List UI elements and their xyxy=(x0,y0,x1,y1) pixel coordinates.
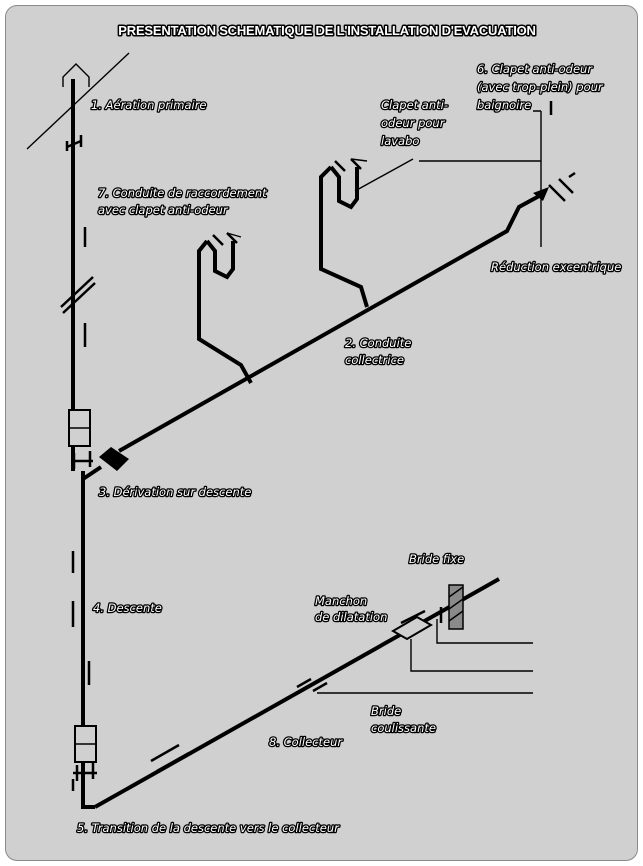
label-washbasin-trap-line3: lavabo xyxy=(381,134,419,148)
expansion-sleeve xyxy=(391,615,433,641)
collector-slip-marks xyxy=(150,743,190,773)
stack-lower xyxy=(81,471,95,809)
label-primary-vent: 1. Aération primaire xyxy=(91,98,207,112)
label-washbasin-trap-line1: Clapet anti- xyxy=(381,98,448,112)
left-trap xyxy=(205,239,235,280)
branch-junction xyxy=(99,447,129,471)
washbasin-trap xyxy=(329,165,359,210)
label-fixed-flange: Bride fixe xyxy=(409,552,464,566)
label-bathtub-trap-line2: (avec trop-plein) pour xyxy=(477,80,604,94)
label-connection-pipe-line2: avec clapet anti-odeur xyxy=(98,203,229,217)
washbasin-leader xyxy=(354,158,414,192)
stack-slip-marks xyxy=(60,276,96,314)
label-collector: 8. Collecteur xyxy=(269,735,343,749)
vertical-stack xyxy=(26,52,130,809)
collecting-pipe xyxy=(118,193,542,453)
label-branch-junction: 3. Dérivation sur descente xyxy=(99,485,251,499)
vent-cap xyxy=(62,63,90,87)
bathtub-trap xyxy=(419,101,553,247)
label-bathtub-trap-line1: 6. Clapet anti-odeur xyxy=(477,62,593,76)
label-collecting-pipe-line2: collectrice xyxy=(345,353,404,367)
label-bathtub-trap-line3: baignoire xyxy=(477,98,531,112)
label-sliding-flange-line2: coulissante xyxy=(371,721,436,735)
label-sliding-flange-line1: Bride xyxy=(371,704,401,718)
fixed-flange-leader xyxy=(436,619,533,644)
label-transition: 5. Transition de la descente vers le col… xyxy=(77,821,340,835)
bathtub-trap-marks xyxy=(548,178,574,202)
label-expansion-sleeve-line2: de dilatation xyxy=(315,610,387,624)
lower-clamp xyxy=(73,763,97,781)
label-connection-pipe-line1: 7. Conduite de raccordement xyxy=(98,186,267,200)
diagram-panel: PRESENTATION SCHEMATIQUE DE L'INSTALLATI… xyxy=(5,5,638,861)
installation-schematic: PRESENTATION SCHEMATIQUE DE L'INSTALLATI… xyxy=(26,22,623,836)
upper-clamp xyxy=(71,451,93,469)
label-washbasin-trap-line2: odeur pour xyxy=(381,116,446,130)
washbasin-connection xyxy=(319,158,414,308)
label-collecting-pipe-line1: 2. Conduite xyxy=(345,336,411,350)
roof-clamp xyxy=(65,135,83,151)
label-stack: 4. Descente xyxy=(93,601,162,615)
roof-line xyxy=(26,52,130,150)
label-eccentric-reducer: Réduction excentrique xyxy=(491,260,621,274)
left-fixture-connection xyxy=(197,232,253,384)
diagram-title: PRESENTATION SCHEMATIQUE DE L'INSTALLATI… xyxy=(118,23,535,38)
collecting-branch xyxy=(81,171,576,481)
main-collector xyxy=(94,577,533,809)
expansion-sleeve-leader xyxy=(410,639,533,672)
label-expansion-sleeve-line1: Manchon xyxy=(315,594,367,608)
